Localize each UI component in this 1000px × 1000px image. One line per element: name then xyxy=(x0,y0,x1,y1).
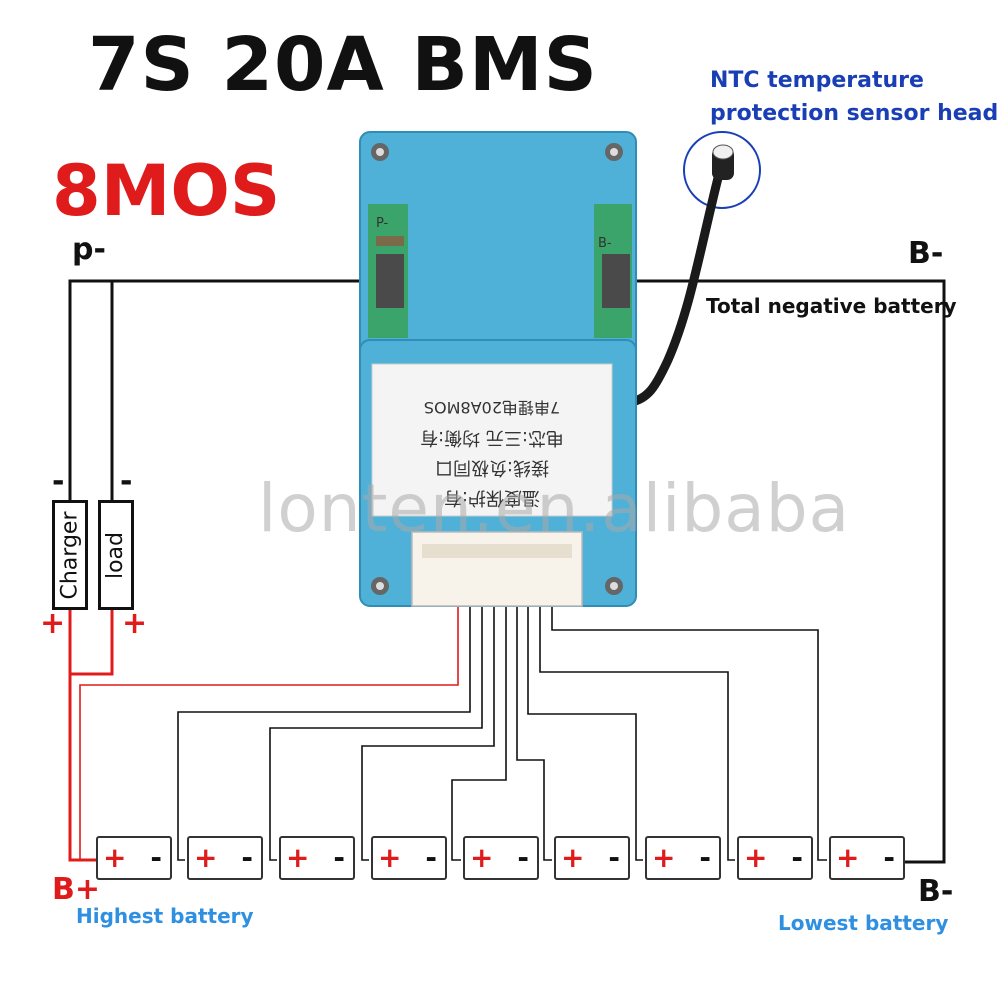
ntc-label-line-1: NTC temperature xyxy=(710,68,924,93)
balance-wires xyxy=(177,606,827,861)
total-negative-label: Total negative battery xyxy=(706,294,957,318)
b-plus-label: B+ xyxy=(52,872,101,907)
ntc-label: NTC temperature protection sensor head xyxy=(710,64,998,130)
b-minus-wire xyxy=(620,279,946,864)
lowest-battery-label: Lowest battery xyxy=(778,911,949,935)
pad-p-label: P- xyxy=(376,216,389,231)
cell-negative-sign: - xyxy=(791,841,803,874)
load-negative-sign: - xyxy=(120,464,133,499)
p-minus-wire xyxy=(68,279,375,500)
page-title: 7S 20A BMS xyxy=(88,22,598,108)
cell-negative-sign: - xyxy=(425,841,437,874)
ntc-highlight-circle xyxy=(683,131,761,209)
cell-positive-sign: + xyxy=(836,841,860,874)
load-positive-wire xyxy=(70,608,114,676)
charger-positive-sign: + xyxy=(40,606,66,641)
ntc-cable xyxy=(627,173,723,407)
b-minus-top-label: B- xyxy=(908,236,944,271)
battery-cell: +- xyxy=(96,836,172,880)
battery-cell: +- xyxy=(829,836,905,880)
cell-positive-sign: + xyxy=(286,841,310,874)
pad-b-label: B- xyxy=(598,236,612,251)
charger-positive-wire xyxy=(68,608,96,862)
mos-subtitle: 8MOS xyxy=(52,150,281,232)
highest-battery-label: Highest battery xyxy=(76,904,254,928)
cell-positive-sign: + xyxy=(470,841,494,874)
cell-negative-sign: - xyxy=(517,841,529,874)
watermark: lonten.en.alibaba xyxy=(258,470,851,547)
cell-negative-sign: - xyxy=(150,841,162,874)
cell-positive-sign: + xyxy=(103,841,127,874)
cell-negative-sign: - xyxy=(883,841,895,874)
ntc-sensor-icon xyxy=(712,144,734,180)
load-box: load xyxy=(98,500,134,610)
cell-positive-sign: + xyxy=(378,841,402,874)
battery-cell: +- xyxy=(737,836,813,880)
balance-wire-red xyxy=(79,606,459,860)
cell-positive-sign: + xyxy=(744,841,768,874)
cell-negative-sign: - xyxy=(333,841,345,874)
load-label: load xyxy=(103,531,129,579)
sticker-line-3: 电芯:三元 均衡:有 xyxy=(420,427,564,448)
cell-negative-sign: - xyxy=(699,841,711,874)
p-minus-label: p- xyxy=(72,232,106,267)
charger-negative-sign: - xyxy=(52,464,65,499)
battery-cell: +- xyxy=(554,836,630,880)
cell-negative-sign: - xyxy=(608,841,620,874)
cell-positive-sign: + xyxy=(194,841,218,874)
battery-cell: +- xyxy=(371,836,447,880)
cell-positive-sign: + xyxy=(652,841,676,874)
cell-positive-sign: + xyxy=(561,841,585,874)
cell-negative-sign: - xyxy=(241,841,253,874)
battery-cell: +- xyxy=(187,836,263,880)
b-minus-bottom-label: B- xyxy=(918,874,954,909)
sticker-line-4: 7串锂电20A8MOS xyxy=(423,398,561,417)
charger-box: Charger xyxy=(52,500,88,610)
battery-cell: +- xyxy=(645,836,721,880)
charger-label: Charger xyxy=(57,511,83,599)
battery-cell: +- xyxy=(463,836,539,880)
bms-board xyxy=(359,131,637,607)
battery-cell: +- xyxy=(279,836,355,880)
load-positive-sign: + xyxy=(122,606,148,641)
ntc-label-line-2: protection sensor head xyxy=(710,101,999,126)
